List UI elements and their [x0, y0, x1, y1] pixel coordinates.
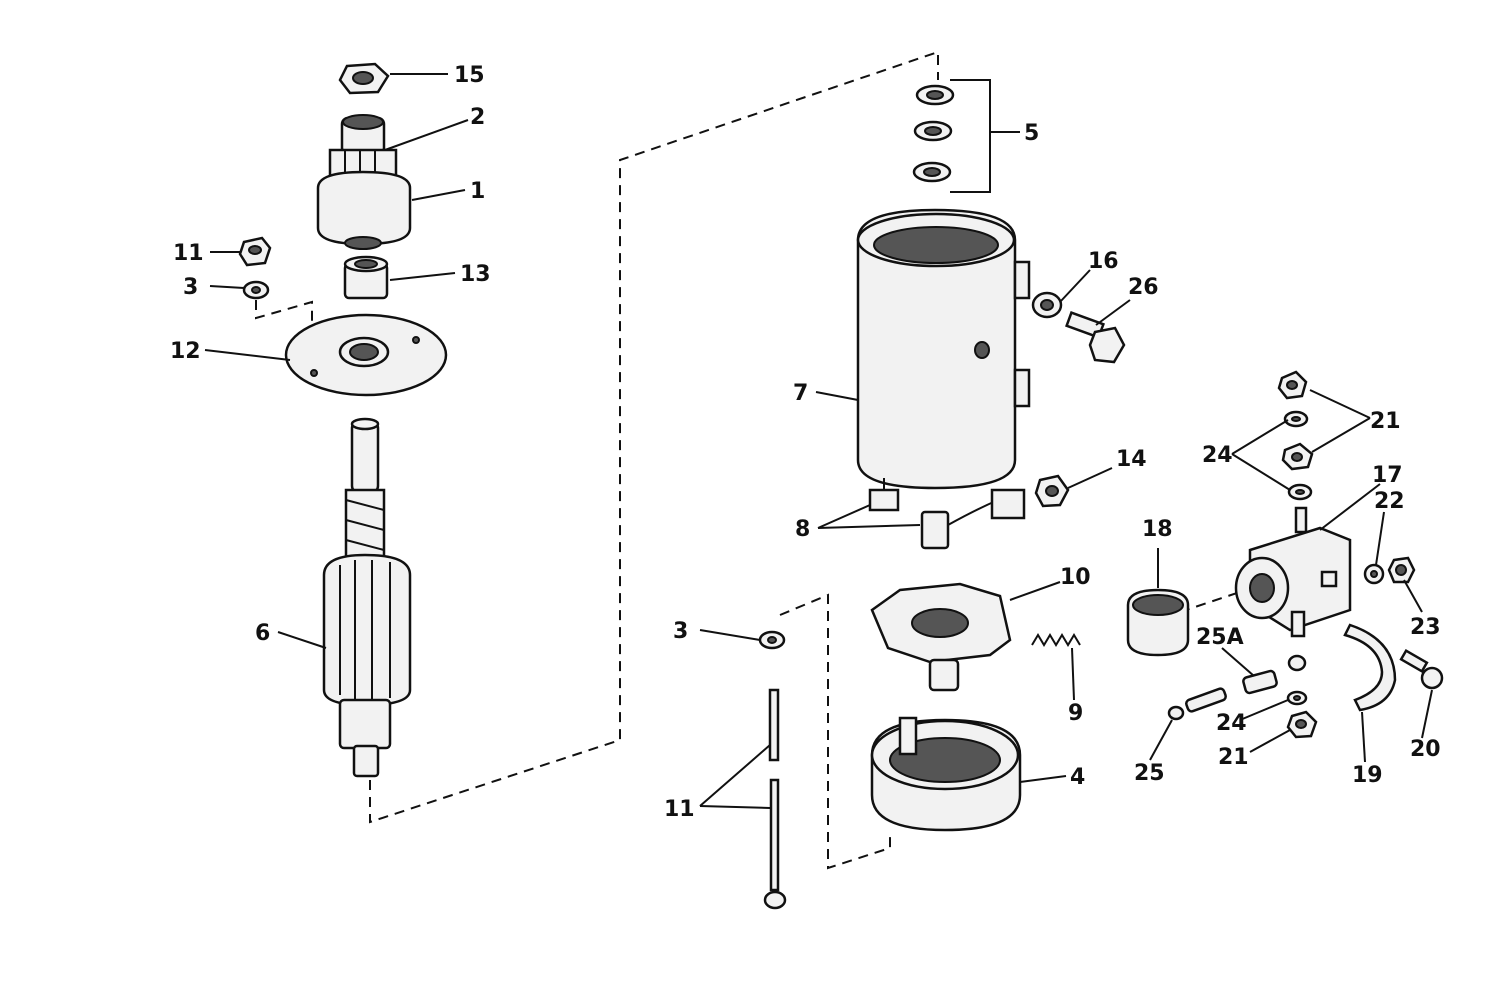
nut-part-21-top	[1277, 370, 1308, 400]
callout-4: 4	[1070, 765, 1085, 790]
end-cap-part-4	[870, 716, 1022, 832]
callout-3-left: 3	[183, 275, 198, 300]
washer-part-24-top	[1283, 410, 1309, 428]
callout-5: 5	[1024, 121, 1039, 146]
callout-22: 22	[1374, 489, 1405, 514]
boot-part-18	[1126, 588, 1190, 657]
assembly-guide-line-bushing	[1179, 591, 1241, 613]
assembly-guide-line-bolts	[779, 593, 891, 870]
callout-11-middle: 11	[664, 797, 695, 822]
callout-11-left: 11	[173, 241, 204, 266]
callout-26: 26	[1128, 275, 1159, 300]
callout-labels: 15 2 1 11 3 13 12 6 5 16 26 7 14 8 10 9 …	[170, 63, 1441, 822]
brush-plate-part-10	[870, 582, 1012, 692]
callout-13: 13	[460, 262, 491, 287]
callout-9: 9	[1068, 701, 1083, 726]
bushing-part-13	[343, 255, 389, 300]
callout-21-low: 21	[1218, 745, 1249, 770]
callout-25A: 25A	[1196, 625, 1244, 650]
washer-set-part-5	[912, 84, 955, 183]
washer-part-16	[1031, 291, 1063, 319]
callout-3-middle: 3	[673, 619, 688, 644]
callout-10: 10	[1060, 565, 1091, 590]
screw-part-20	[1399, 648, 1444, 690]
nut-part-23	[1387, 556, 1416, 584]
nut-part-21-mid	[1281, 442, 1314, 471]
callout-17: 17	[1372, 463, 1403, 488]
solenoid-part-17	[1234, 506, 1352, 638]
lead-part-25	[1167, 687, 1227, 721]
nut-part-21-low	[1286, 710, 1318, 739]
field-housing-part-7	[856, 208, 1031, 490]
washer-part-24-low	[1286, 690, 1308, 706]
callout-24-top: 24	[1202, 443, 1233, 468]
callout-12: 12	[170, 339, 201, 364]
nut-part-15	[338, 62, 390, 95]
drive-pinion-part-1-2	[316, 114, 412, 250]
callout-15: 15	[454, 63, 485, 88]
bolt-part-26	[1065, 311, 1126, 364]
spring-part-9	[1031, 633, 1081, 647]
nut-part-14	[1034, 474, 1070, 508]
through-bolts-part-11	[763, 688, 787, 910]
leader-lines	[204, 73, 1433, 809]
strap-part-19	[1343, 623, 1397, 712]
callout-1: 1	[470, 179, 485, 204]
callout-21-top: 21	[1370, 409, 1401, 434]
callout-23: 23	[1410, 615, 1441, 640]
callout-19: 19	[1352, 763, 1383, 788]
callout-7: 7	[793, 381, 808, 406]
callout-18: 18	[1142, 517, 1173, 542]
brush-lead-part-8	[868, 478, 1026, 550]
washer-part-22	[1363, 563, 1385, 585]
washer-part-24-mid	[1287, 483, 1313, 501]
callout-16: 16	[1088, 249, 1119, 274]
callout-14: 14	[1116, 447, 1147, 472]
terminal-part-25A	[1242, 654, 1307, 695]
nut-part-11-left	[238, 236, 272, 267]
callout-6: 6	[255, 621, 270, 646]
armature-part-6	[322, 417, 412, 778]
washer-part-3-middle	[758, 630, 786, 650]
callout-20: 20	[1410, 737, 1441, 762]
callout-24-low: 24	[1216, 711, 1247, 736]
end-plate-part-12	[284, 313, 448, 397]
assembly-guide-line	[369, 50, 939, 824]
callout-25: 25	[1134, 761, 1165, 786]
washer-part-3-left	[242, 280, 270, 300]
callout-2: 2	[470, 105, 485, 130]
callout-8: 8	[795, 517, 810, 542]
